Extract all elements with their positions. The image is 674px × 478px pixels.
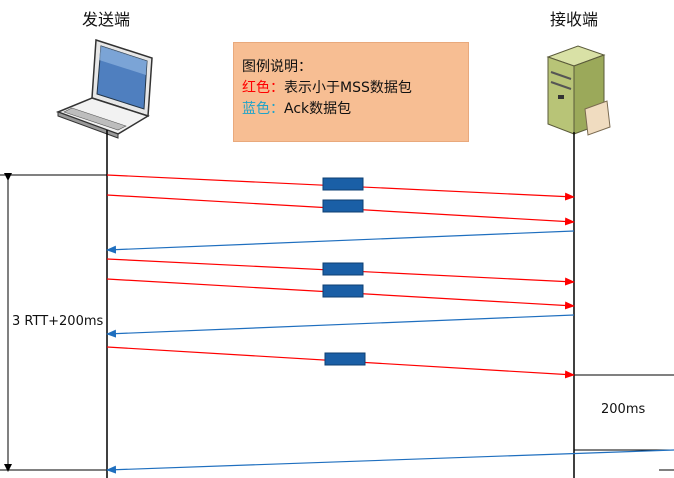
server-icon	[546, 45, 611, 136]
ack-packet-arrow	[106, 449, 674, 474]
legend-red-sep: ：	[270, 80, 284, 96]
packet-box	[322, 177, 364, 191]
receiver-label: 接收端	[550, 10, 599, 29]
legend-title: 图例说明：	[242, 59, 312, 75]
packet-box	[324, 352, 366, 366]
sender-label: 发送端	[82, 10, 131, 29]
legend-blue-desc: Ack数据包	[284, 101, 352, 117]
legend-red-key: 红色	[242, 80, 270, 96]
total-time-label: 3 RTT+200ms	[12, 314, 104, 329]
legend-red-desc: 表示小于MSS数据包	[284, 80, 412, 96]
laptop-icon	[55, 38, 153, 139]
legend-box: 图例说明： 红色：表示小于MSS数据包 蓝色：Ack数据包	[233, 42, 469, 142]
packet-box	[322, 284, 364, 298]
ack-packet-arrow	[106, 230, 575, 254]
legend-blue-row: 蓝色：Ack数据包	[242, 99, 468, 120]
ack-packet-arrow	[106, 314, 575, 338]
delay-label: 200ms	[601, 402, 646, 417]
legend-red-row: 红色：表示小于MSS数据包	[242, 78, 468, 99]
legend-blue-key: 蓝色	[242, 101, 270, 117]
packet-box	[322, 199, 364, 213]
packet-box	[322, 262, 364, 276]
legend-blue-sep: ：	[270, 101, 284, 117]
